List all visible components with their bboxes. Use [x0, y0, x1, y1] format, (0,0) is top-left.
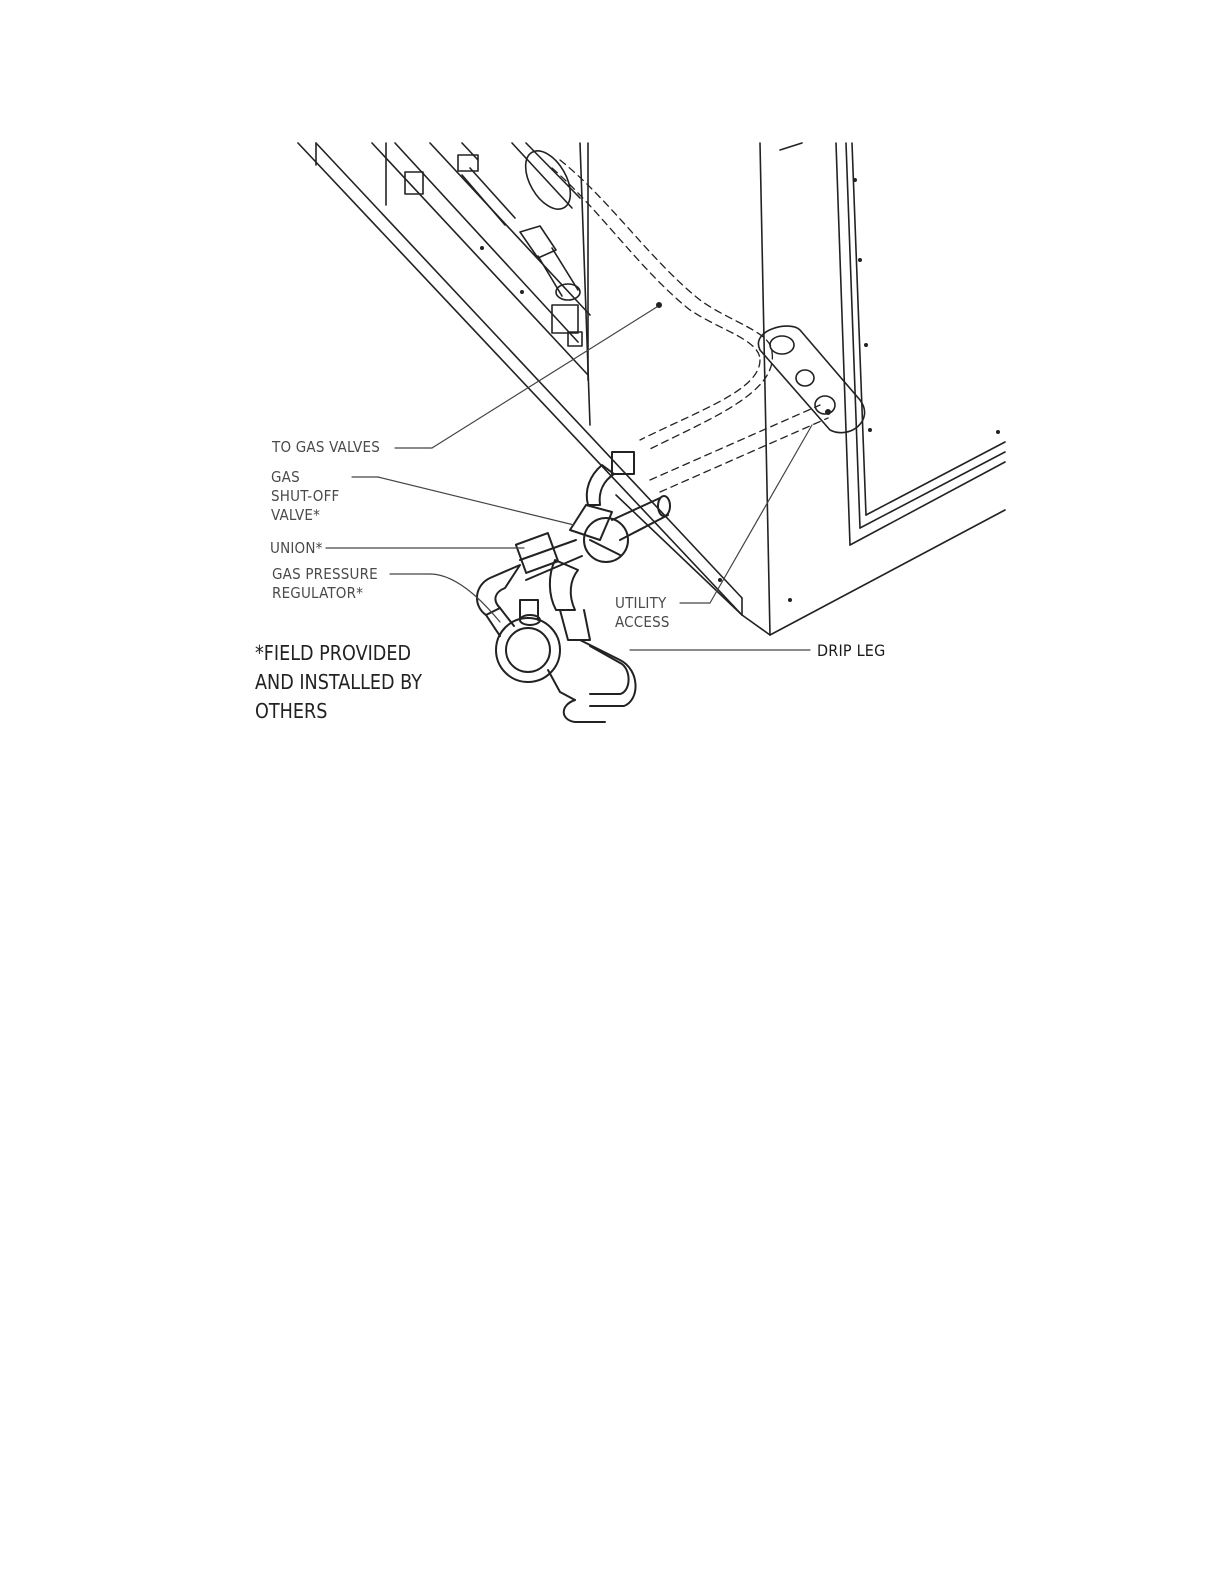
label-gas-shutoff-valve-line2: SHUT-OFF	[271, 487, 340, 506]
note-line1: *FIELD PROVIDED	[255, 639, 422, 668]
field-provided-note: *FIELD PROVIDED AND INSTALLED BY OTHERS	[255, 639, 422, 726]
gas-supply-pipe	[512, 143, 580, 300]
label-to-gas-valves: TO GAS VALVES	[272, 438, 380, 457]
leader-lines	[326, 305, 812, 650]
label-utility-access-line1: UTILITY	[615, 594, 670, 613]
note-line3: OTHERS	[255, 697, 422, 726]
label-gas-pressure-regulator: GAS PRESSURE REGULATOR*	[272, 565, 378, 603]
label-utility-access: UTILITY ACCESS	[615, 594, 670, 632]
label-gas-shutoff-valve-line1: GAS	[271, 468, 340, 487]
label-gas-pressure-regulator-line1: GAS PRESSURE	[272, 565, 378, 584]
label-union: UNION*	[270, 539, 323, 558]
label-gas-shutoff-valve: GAS SHUT-OFF VALVE*	[271, 468, 340, 525]
label-gas-shutoff-valve-line3: VALVE*	[271, 506, 340, 525]
label-utility-access-line2: ACCESS	[615, 613, 670, 632]
utility-access-panel	[758, 326, 864, 433]
fastener-dots	[480, 178, 1000, 602]
cabinet-left-panel	[298, 143, 770, 635]
note-line2: AND INSTALLED BY	[255, 668, 422, 697]
label-drip-leg: DRIP LEG	[817, 641, 885, 660]
field-piping-assembly	[477, 452, 670, 722]
label-gas-pressure-regulator-line2: REGULATOR*	[272, 584, 378, 603]
cabinet-right-panel	[770, 143, 1005, 635]
